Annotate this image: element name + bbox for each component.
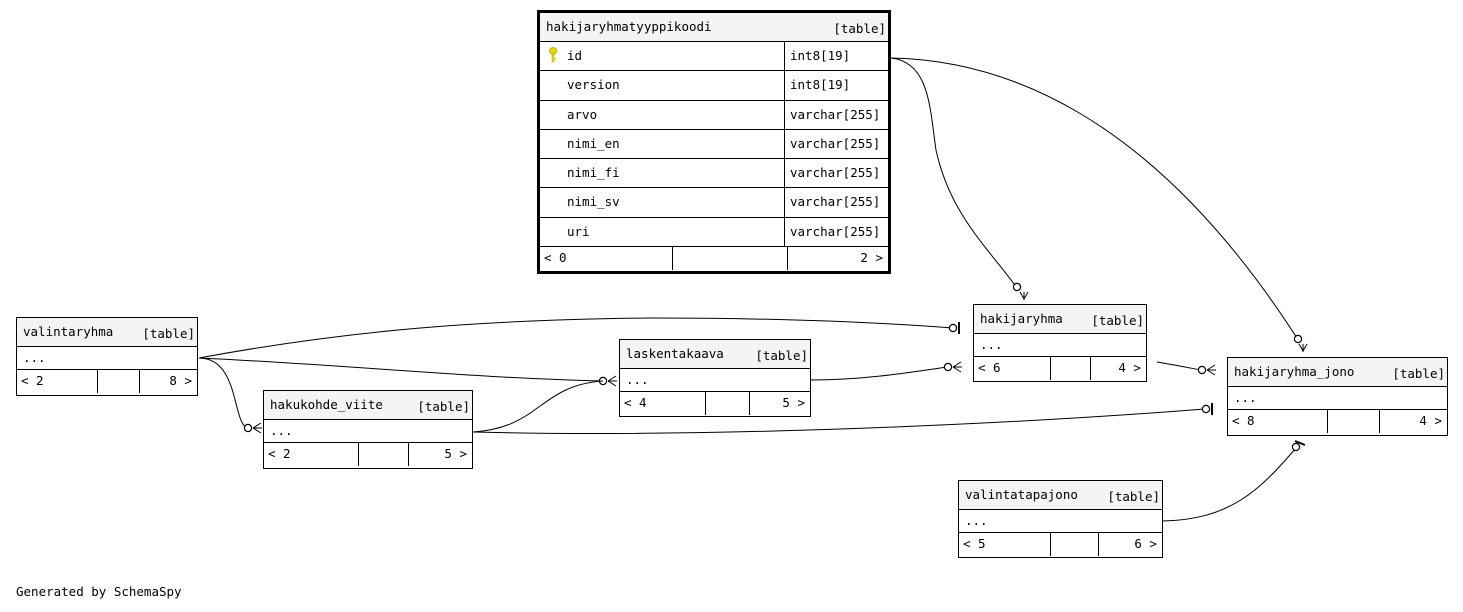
children-link[interactable]: 6 > — [1134, 536, 1157, 551]
table-footer: < 6 4 > — [974, 357, 1146, 380]
table-kind: [table] — [1107, 489, 1160, 504]
table-hakukohde-viite[interactable]: hakukohde_viite [table] ... < 2 5 > — [263, 390, 473, 469]
table-name: hakijaryhma_jono — [1234, 364, 1355, 379]
column-row[interactable]: id int8[19] — [540, 42, 888, 72]
column-name: nimi_en — [567, 135, 620, 151]
column-name: nimi_sv — [567, 194, 620, 210]
column-name: uri — [567, 223, 590, 239]
parents-link[interactable]: < 0 — [540, 247, 673, 271]
table-name: hakukohde_viite — [270, 397, 383, 412]
table-header: hakukohde_viite [table] — [264, 391, 472, 420]
columns-ellipsis: ... — [959, 510, 1162, 533]
table-valintaryhma[interactable]: valintaryhma [table] ... < 2 8 > — [16, 317, 198, 396]
parents-link[interactable]: < 6 — [974, 357, 1051, 380]
column-type: varchar[255] — [790, 223, 881, 239]
edge-hakijaryhma-hakijaryhma-jono — [1156, 361, 1216, 376]
columns-ellipsis: ... — [264, 420, 472, 443]
column-name: version — [567, 77, 620, 93]
table-kind: [table] — [1392, 366, 1445, 381]
column-type: int8[19] — [790, 48, 851, 63]
table-header: valintaryhma [table] — [17, 318, 197, 347]
edge-hakijaryhmatyyppikoodi-hakijaryhma-jono — [890, 57, 1308, 352]
table-footer: < 8 4 > — [1228, 410, 1447, 433]
table-hakijaryhma-jono[interactable]: hakijaryhma_jono [table] ... < 8 4 > — [1227, 357, 1448, 436]
parents-link[interactable]: < 5 — [959, 533, 1051, 556]
table-laskentakaava[interactable]: laskentakaava [table] ... < 4 5 > — [619, 339, 811, 417]
table-footer: < 0 2 > — [540, 247, 888, 271]
column-name: id — [567, 48, 583, 63]
table-header: hakijaryhma [table] — [974, 305, 1146, 334]
table-kind: [table] — [755, 348, 808, 363]
column-name: arvo — [567, 106, 598, 122]
table-name: valintatapajono — [965, 487, 1078, 502]
children-link[interactable]: 5 > — [444, 446, 467, 461]
table-footer: < 2 8 > — [17, 370, 197, 393]
parents-link[interactable]: < 2 — [17, 370, 98, 393]
column-type: int8[19] — [790, 77, 851, 93]
edge-laskentakaava-hakijaryhma — [810, 361, 962, 381]
table-footer: < 2 5 > — [264, 443, 472, 466]
table-header: hakijaryhma_jono [table] — [1228, 358, 1447, 387]
table-kind: [table] — [1091, 313, 1144, 328]
table-kind: [table] — [142, 326, 195, 341]
table-name: laskentakaava — [626, 346, 724, 361]
column-name: nimi_fi — [567, 165, 620, 181]
column-row[interactable]: nimi_fi varchar[255] — [540, 159, 888, 189]
column-type: varchar[255] — [790, 106, 881, 122]
columns-ellipsis: ... — [620, 369, 810, 392]
edge-hakukohde-viite-hakijaryhma-jono — [472, 403, 1213, 434]
columns-ellipsis: ... — [974, 334, 1146, 357]
children-link[interactable]: 5 > — [782, 395, 805, 410]
key-icon — [548, 47, 558, 66]
edge-valintaryhma-laskentakaava — [198, 357, 617, 387]
edge-valintatapajono-hakijaryhma-jono — [1161, 440, 1306, 522]
children-link[interactable]: 8 > — [169, 373, 192, 388]
table-kind: [table] — [833, 21, 886, 36]
parents-link[interactable]: < 4 — [620, 392, 706, 415]
parents-link[interactable]: < 8 — [1228, 410, 1328, 433]
edge-hakijaryhmatyyppikoodi-hakijaryhma — [890, 57, 1029, 300]
column-row[interactable]: nimi_en varchar[255] — [540, 129, 888, 160]
column-row[interactable]: uri varchar[255] — [540, 217, 888, 248]
columns-ellipsis: ... — [1228, 387, 1447, 410]
column-row[interactable]: version int8[19] — [540, 71, 888, 101]
columns-ellipsis: ... — [17, 347, 197, 370]
edge-hakukohde-viite-laskentakaava — [472, 380, 604, 433]
column-row[interactable]: arvo varchar[255] — [540, 100, 888, 130]
column-type: varchar[255] — [790, 194, 881, 210]
edge-valintaryhma-hakukohde-viite — [198, 357, 262, 434]
children-link[interactable]: 2 > — [860, 250, 883, 266]
table-hakijaryhmatyyppikoodi[interactable]: hakijaryhmatyyppikoodi [table] id int8[1… — [537, 10, 891, 274]
table-name: valintaryhma — [23, 324, 114, 339]
children-link[interactable]: 4 > — [1118, 360, 1141, 375]
table-header: hakijaryhmatyyppikoodi [table] — [540, 13, 888, 42]
children-link[interactable]: 4 > — [1419, 413, 1442, 428]
table-valintatapajono[interactable]: valintatapajono [table] ... < 5 6 > — [958, 480, 1163, 558]
parents-link[interactable]: < 2 — [264, 443, 359, 466]
column-type: varchar[255] — [790, 165, 881, 181]
generated-by-label: Generated by SchemaSpy — [16, 584, 182, 599]
column-row[interactable]: nimi_sv varchar[255] — [540, 188, 888, 218]
table-footer: < 5 6 > — [959, 533, 1162, 556]
table-name: hakijaryhmatyyppikoodi — [546, 19, 712, 34]
table-hakijaryhma[interactable]: hakijaryhma [table] ... < 6 4 > — [973, 304, 1147, 382]
edge-valintaryhma-hakijaryhma — [198, 317, 960, 359]
table-kind: [table] — [417, 399, 470, 414]
table-header: laskentakaava [table] — [620, 340, 810, 369]
table-header: valintatapajono [table] — [959, 481, 1162, 510]
table-name: hakijaryhma — [980, 311, 1063, 326]
column-type: varchar[255] — [790, 135, 881, 151]
table-footer: < 4 5 > — [620, 392, 810, 415]
